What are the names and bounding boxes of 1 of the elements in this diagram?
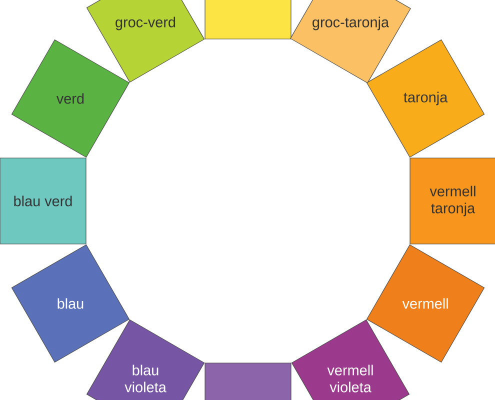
color-square: vermell taronja <box>410 158 495 244</box>
